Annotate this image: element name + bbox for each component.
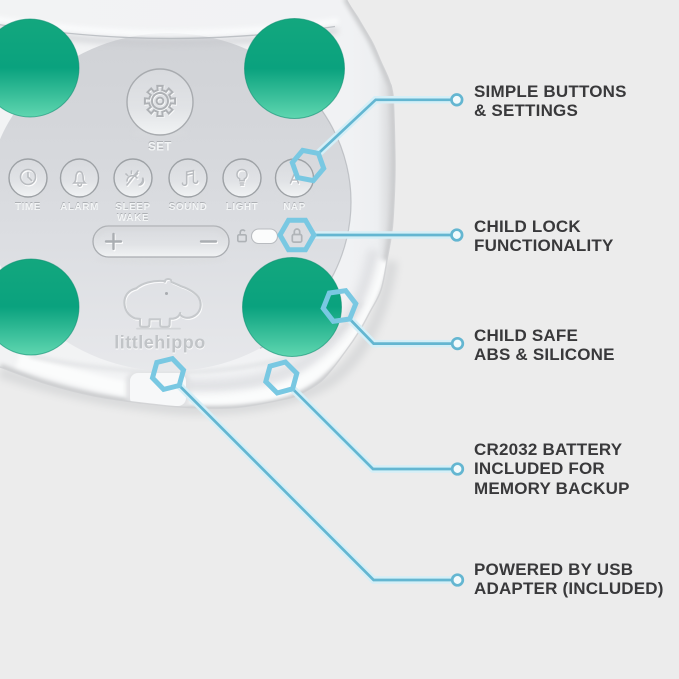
svg-text:ALARM: ALARM: [60, 202, 99, 213]
svg-text:littlehippo: littlehippo: [114, 334, 205, 354]
svg-text:SOUND: SOUND: [169, 202, 208, 213]
svg-text:TIME: TIME: [15, 201, 41, 212]
svg-text:LIGHT: LIGHT: [226, 202, 259, 213]
svg-text:TIME: TIME: [15, 202, 41, 213]
svg-text:ALARM: ALARM: [60, 201, 99, 212]
svg-text:littlehippo: littlehippo: [114, 333, 205, 353]
svg-text:SET: SET: [148, 141, 172, 153]
svg-text:WAKE: WAKE: [117, 213, 149, 224]
svg-text:WAKE: WAKE: [117, 212, 149, 223]
svg-text:NAP: NAP: [283, 201, 306, 212]
svg-text:SLEEP: SLEEP: [115, 201, 150, 212]
svg-text:SLEEP: SLEEP: [115, 202, 150, 213]
svg-text:SOUND: SOUND: [168, 201, 207, 212]
svg-text:LIGHT: LIGHT: [226, 201, 258, 212]
svg-text:SET: SET: [148, 142, 172, 154]
svg-text:NAP: NAP: [283, 202, 306, 213]
